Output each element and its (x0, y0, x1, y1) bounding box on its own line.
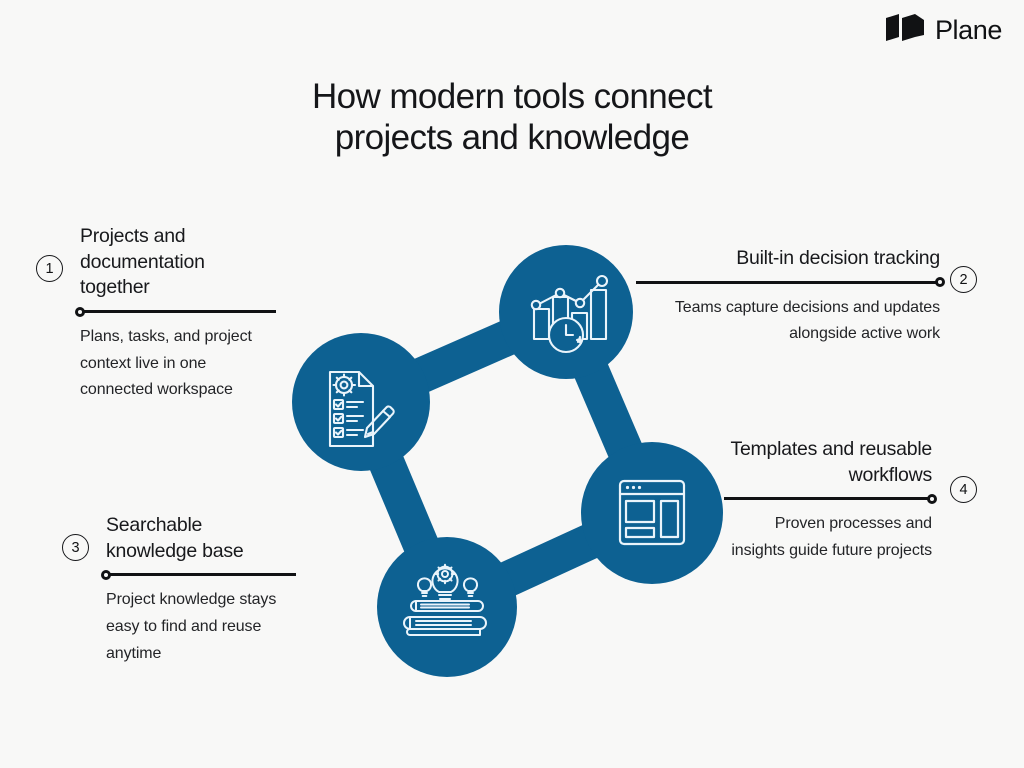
callout-4-body: Proven processes and insights guide futu… (731, 515, 932, 560)
callout-2-rule (636, 277, 945, 288)
callout-3-dot-icon (101, 569, 111, 580)
diagram-node-knowledge[interactable] (377, 537, 517, 677)
callout-2: Built-in decision tracking Teams capture… (636, 246, 945, 348)
page-title-line-1: How modern tools connect (312, 77, 713, 116)
diagram-node-analytics[interactable] (499, 245, 633, 379)
callout-badge-4: 4 (950, 476, 977, 503)
plane-logo-icon (884, 14, 926, 46)
diagram-node-templates[interactable] (581, 442, 723, 584)
callout-2-dot-icon (935, 277, 945, 288)
callout-1-dot-icon (75, 306, 85, 317)
callout-3: Searchable knowledge base Project knowle… (101, 513, 296, 667)
brand-name: Plane (934, 14, 1002, 45)
bar-chart-clock-icon (530, 274, 609, 354)
callout-badge-3: 3 (62, 534, 89, 561)
callout-2-body: Teams capture decisions and updates alon… (674, 298, 940, 343)
callout-3-body: Project knowledge stays easy to find and… (106, 591, 277, 662)
callout-2-heading: Built-in decision tracking (736, 247, 940, 269)
callout-1-rule (75, 306, 276, 317)
page-title-line-2: projects and knowledge (334, 118, 690, 158)
document-checklist-gear-pencil-icon (328, 370, 395, 448)
callout-4-rule (724, 493, 937, 504)
callout-badge-1: 1 (36, 255, 63, 282)
callout-4: Templates and reusable workflows Proven … (724, 437, 937, 565)
callout-1-heading: Projects and documentation together (80, 225, 205, 299)
page-title: How modern tools connect projects and kn… (0, 76, 1024, 159)
callout-3-rule (101, 569, 296, 580)
callout-4-dot-icon (927, 493, 937, 504)
callout-1: Projects and documentation together Plan… (75, 224, 276, 404)
brand-logo: Plane (884, 14, 1002, 46)
callout-3-heading: Searchable knowledge base (106, 514, 244, 562)
callout-badge-2: 2 (950, 266, 977, 293)
callout-4-heading: Templates and reusable workflows (730, 438, 932, 486)
callout-1-body: Plans, tasks, and project context live i… (80, 328, 252, 399)
diagram-node-docs[interactable] (292, 333, 430, 471)
books-lightbulb-gear-icon (403, 563, 487, 636)
browser-layout-icon (618, 479, 686, 546)
